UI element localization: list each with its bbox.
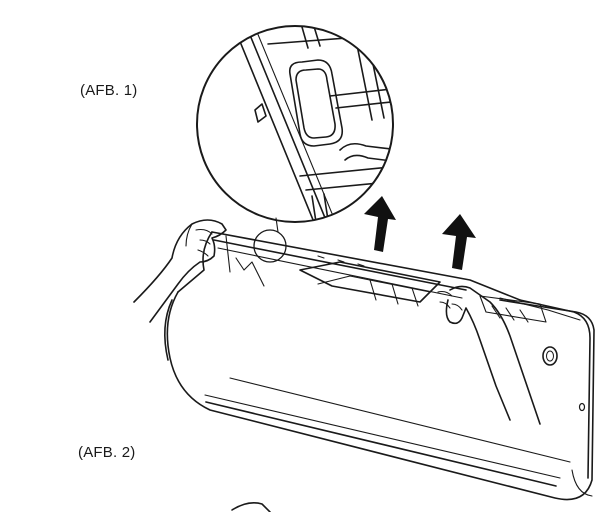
- right-hand: [437, 285, 541, 425]
- next-figure-fragment: [231, 502, 271, 512]
- figure-caption-1: (AFB. 1): [80, 82, 138, 99]
- arrow-up-icon: [364, 196, 396, 252]
- left-hand: [133, 219, 227, 323]
- detail-marker-circle: [253, 229, 287, 263]
- figure-caption-2: (AFB. 2): [78, 444, 136, 461]
- arrow-up-icon: [442, 214, 476, 270]
- magnified-detail-circle: [196, 25, 394, 223]
- air-conditioner-unit: [164, 231, 595, 501]
- callout-line: [275, 217, 279, 233]
